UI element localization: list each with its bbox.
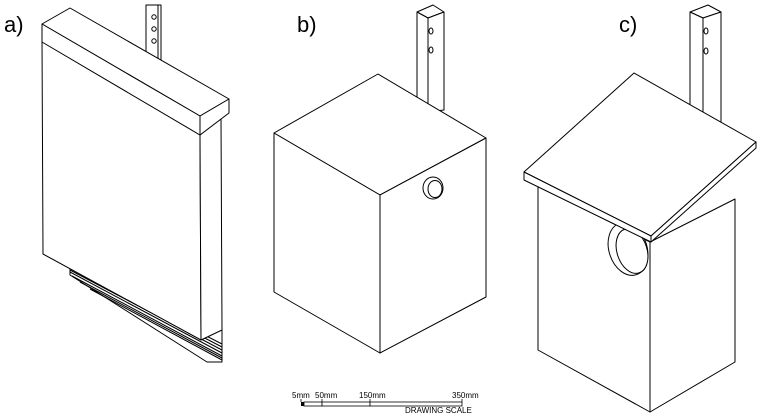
- side-face: [649, 198, 736, 413]
- scale-tick-label: 5mm: [292, 391, 310, 400]
- panel-label-b: b): [297, 12, 317, 37]
- right-face: [379, 137, 487, 354]
- panel-label-c: c): [619, 12, 638, 37]
- scale-tick-label: 350mm: [452, 391, 479, 400]
- screw-hole: [151, 14, 157, 20]
- screw-hole: [151, 26, 157, 32]
- bat-box-drawing: [41, 4, 230, 363]
- side-panel: [199, 117, 223, 341]
- screw-hole: [428, 27, 434, 35]
- mounting-strip-a: [145, 4, 162, 63]
- roof-c: [523, 72, 757, 243]
- scale-caption: DRAWING SCALE: [405, 406, 472, 415]
- scale-tick-label: 150mm: [359, 391, 386, 400]
- mounting-post-c: [689, 4, 722, 126]
- roof-a: [41, 7, 230, 136]
- screw-hole: [703, 27, 709, 35]
- nest-box-c-drawing: [523, 4, 757, 413]
- scale-segment: [303, 401, 323, 407]
- scale-segment-5mm: [301, 402, 304, 406]
- entrance-hole-b: [422, 176, 444, 200]
- scale-segment: [321, 401, 371, 407]
- scale-segment: [369, 401, 463, 407]
- nest-box-b-drawing: [273, 4, 487, 354]
- panel-label-a: a): [4, 12, 24, 37]
- drawing-scale-bar: 5mm 50mm 150mm 350mm DRAWING SCALE: [292, 391, 479, 415]
- screw-hole: [428, 46, 434, 54]
- mounting-post-b: [416, 4, 445, 113]
- screw-hole: [703, 47, 709, 55]
- screw-hole: [151, 38, 157, 44]
- scale-tick-label: 50mm: [315, 391, 338, 400]
